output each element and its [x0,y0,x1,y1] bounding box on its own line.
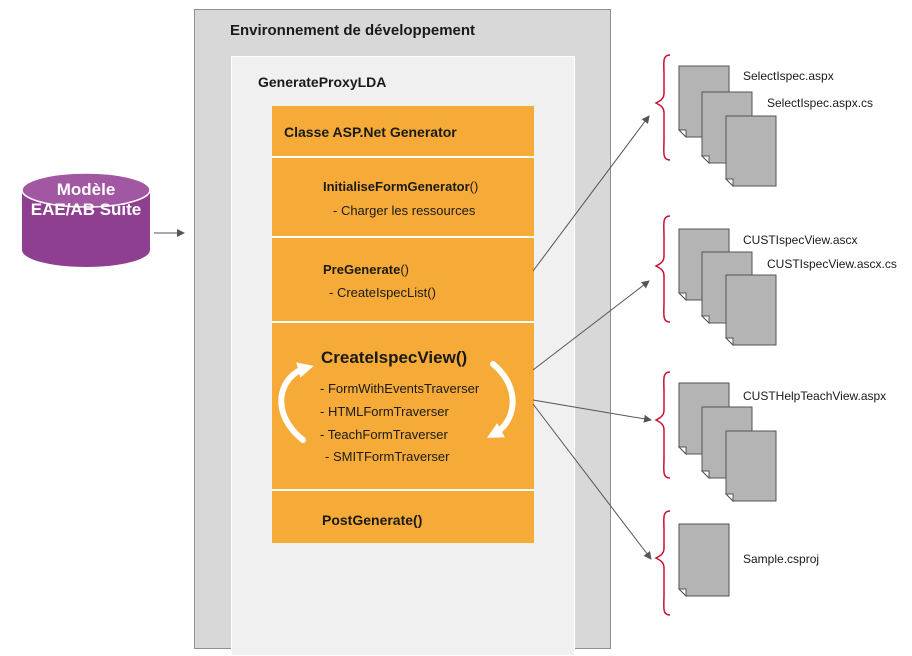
bracket-icon [654,510,671,616]
traverser-item: - FormWithEventsTraverser [320,381,480,396]
separator [272,321,534,323]
file-name: CUSTHelpTeachView.aspx [743,389,887,403]
generator-header: Classe ASP.Net Generator [284,124,457,140]
init-detail: - Charger les ressources [333,203,476,218]
create-ispec-view-title: CreateIspecView() [321,348,468,367]
output-arrow [532,399,652,423]
file-name: CUSTIspecView.ascx.cs [767,257,897,271]
traverser-item: - HTMLFormTraverser [320,404,449,419]
generator-class-box [272,106,534,543]
document-icon [677,523,730,598]
document-icon [724,115,777,188]
pregenerate-method: PreGenerate() [323,262,409,277]
separator [272,236,534,238]
separator [272,489,534,491]
diagram-graphics [21,54,777,616]
bracket-icon [654,371,671,479]
database-label: Modèle EAE/AB Suite [22,180,150,220]
pregenerate-detail: - CreateIspecList() [329,285,436,300]
document-icon [724,274,777,347]
traverser-item: - SMITFormTraverser [325,449,450,464]
pregenerate-method-name: PreGenerate [323,262,401,277]
init-method-name: InitialiseFormGenerator [323,179,470,194]
init-method: InitialiseFormGenerator() [323,179,478,194]
bracket-icon [654,54,671,161]
output-arrow [532,403,652,560]
file-name: Sample.csproj [743,552,820,566]
cycle-arrow-left-icon [278,362,314,443]
file-name: CUSTIspecView.ascx [743,233,858,247]
environment-title: Environnement de développement [230,22,476,39]
database-icon [21,172,151,267]
init-method-suffix: () [469,179,479,194]
database-label-line1: Modèle [56,180,116,199]
traverser-item: - TeachFormTraverser [320,427,448,442]
separator [272,156,534,158]
document-icon [724,430,777,503]
file-name: SelectIspec.aspx.cs [767,96,874,110]
postgenerate-label: PostGenerate() [322,512,423,528]
output-arrow [532,115,650,272]
cycle-arrow-right-icon [486,361,516,438]
proxy-title: GenerateProxyLDA [258,74,387,90]
bracket-icon [654,215,671,323]
file-name: SelectIspec.aspx [743,69,834,83]
database-label-line2: EAE/AB Suite [30,200,142,219]
output-arrow [532,280,650,371]
pregenerate-method-suffix: () [400,262,409,277]
